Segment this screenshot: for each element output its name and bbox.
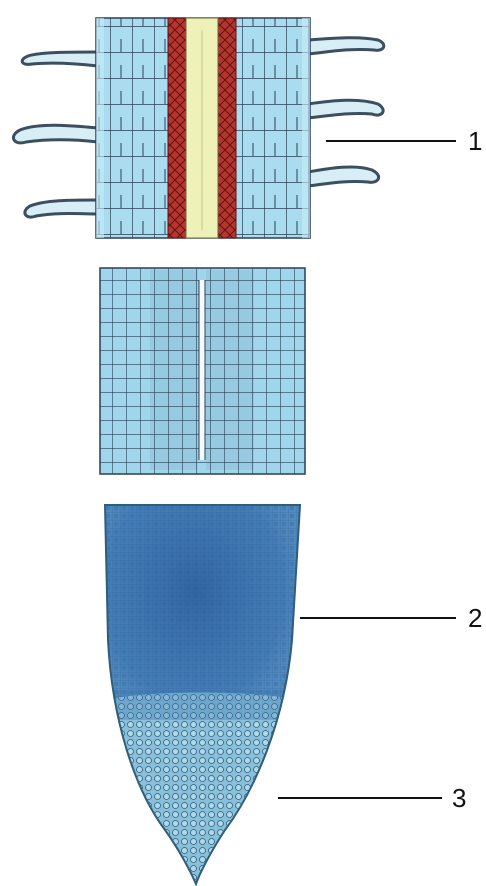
label-3: 3	[452, 783, 466, 813]
label-3-group: 3	[278, 783, 466, 813]
elongation-zone	[100, 268, 305, 474]
label-2: 2	[468, 603, 482, 633]
label-1: 1	[468, 126, 482, 156]
root-hair-icon	[308, 38, 384, 186]
meristem-and-root-cap	[100, 500, 310, 886]
label-2-group: 2	[300, 603, 482, 633]
root-hair-icon	[13, 52, 98, 217]
label-1-group: 1	[326, 126, 482, 156]
maturation-zone	[13, 18, 383, 238]
